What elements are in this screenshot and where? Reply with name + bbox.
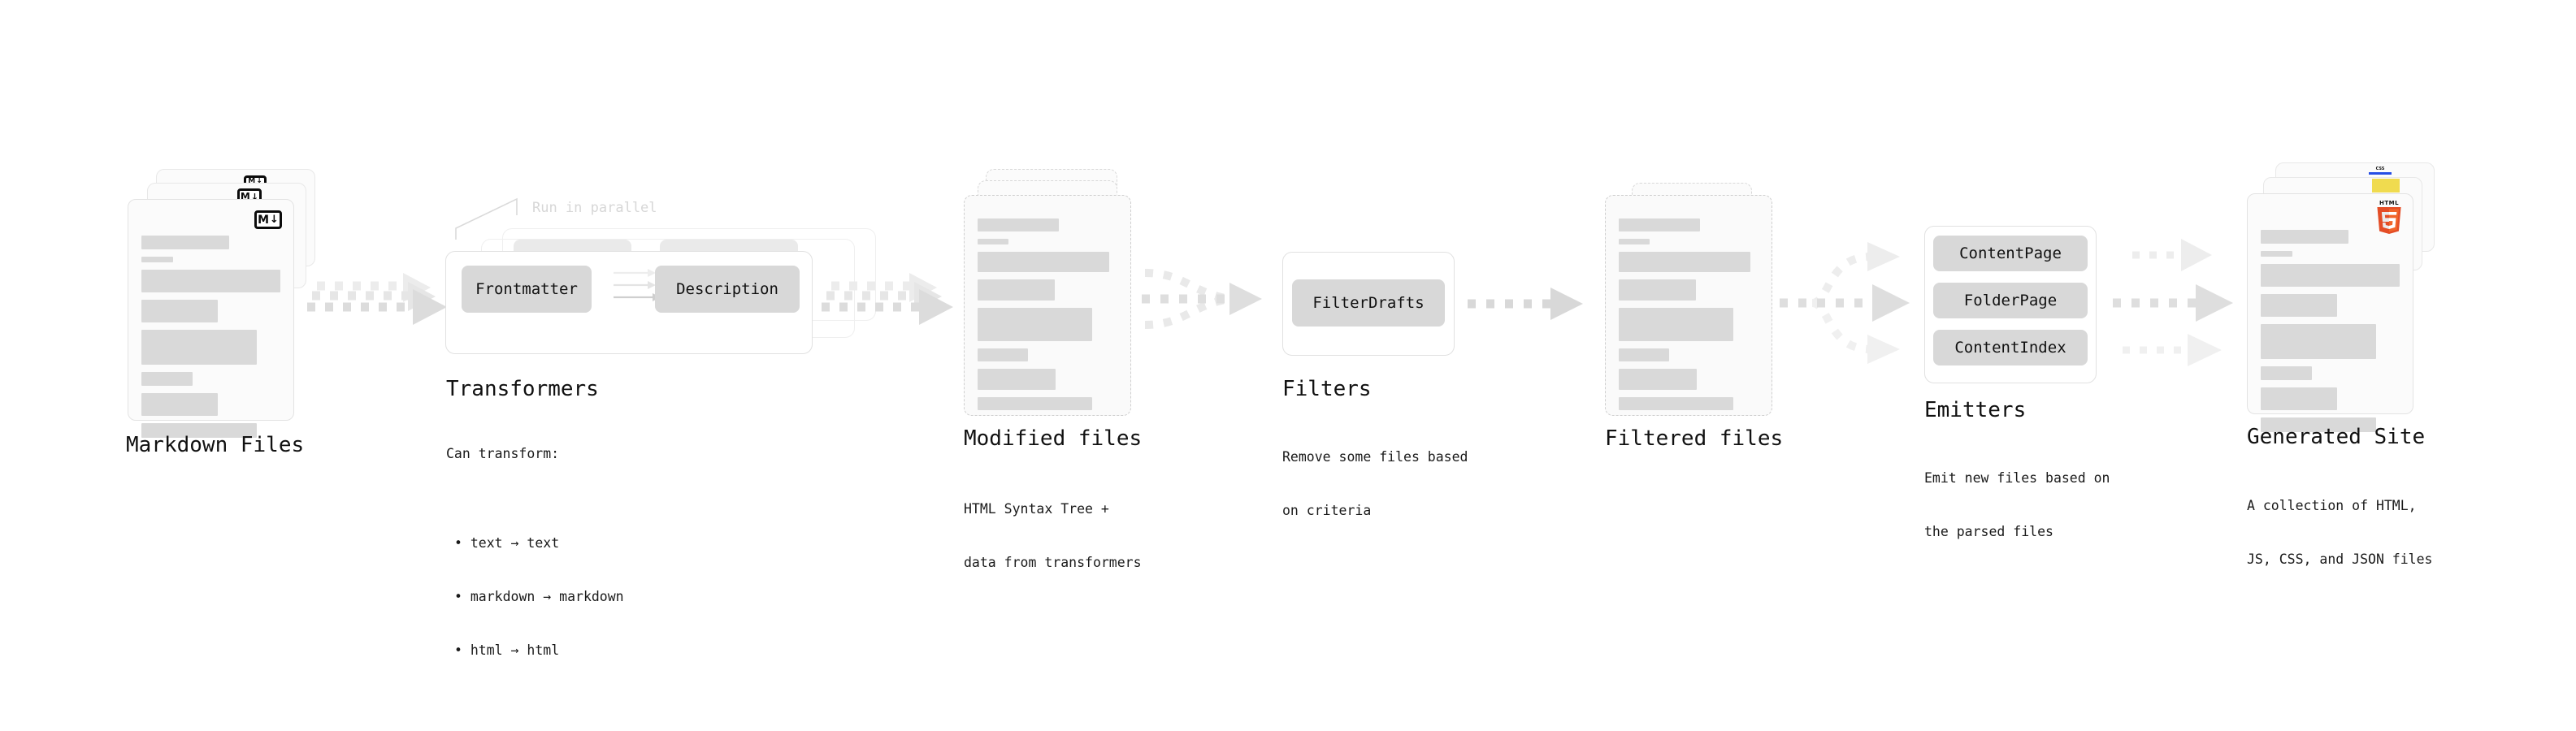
placeholder-bar: [1619, 397, 1734, 410]
css-icon: CSS: [2369, 167, 2392, 175]
filters-desc-line: Remove some files based: [1282, 449, 1468, 465]
placeholder-bar: [2261, 251, 2293, 257]
placeholder-bar: [141, 330, 257, 365]
run-in-parallel-label: Run in parallel: [532, 200, 657, 216]
css-icon-label: CSS: [2375, 167, 2385, 171]
markdown-icon-letter: M: [240, 191, 250, 202]
modified-desc-line: data from transformers: [964, 555, 1142, 570]
placeholder-bar: [978, 252, 1109, 272]
site-desc-line: A collection of HTML,: [2247, 498, 2417, 513]
placeholder-bar: [1619, 239, 1650, 244]
pipeline-diagram: M ↓ M ↓ M ↓ Markdown Files: [126, 162, 2435, 658]
transformers-desc-heading: Can transform:: [446, 446, 560, 461]
stage-title-modified-files: Modified files: [964, 426, 1143, 451]
markdown-icon: M ↓: [254, 210, 282, 229]
html5-shield-icon: [2377, 207, 2401, 234]
placeholder-bar: [978, 308, 1093, 341]
card-placeholder-rows: [2261, 230, 2400, 439]
placeholder-bar: [978, 279, 1055, 301]
connector-emitters-to-site: [2106, 234, 2261, 372]
filtered-file-card: [1605, 195, 1772, 416]
placeholder-bar: [1619, 279, 1696, 301]
html5-icon-label: HTML: [2379, 200, 2400, 206]
stage-title-emitters: Emitters: [1924, 398, 2027, 422]
transformers-bullet: • markdown → markdown: [454, 589, 624, 604]
placeholder-bar: [141, 372, 193, 386]
placeholder-bar: [2261, 294, 2338, 317]
placeholder-bar: [2261, 230, 2348, 244]
filters-desc-line: on criteria: [1282, 503, 1372, 518]
html5-icon: HTML: [2375, 201, 2403, 235]
placeholder-bar: [1619, 252, 1750, 272]
connector-modified-to-filters: [1142, 258, 1296, 348]
filter-chip-filterdrafts[interactable]: FilterDrafts: [1292, 279, 1445, 327]
placeholder-bar: [1619, 308, 1734, 341]
placeholder-bar: [978, 218, 1059, 231]
markdown-file-card: M ↓: [128, 199, 294, 438]
placeholder-bar: [141, 270, 280, 292]
modified-desc-line: HTML Syntax Tree +: [964, 501, 1109, 517]
markdown-icon-arrow: ↓: [256, 177, 262, 185]
card-placeholder-rows: [141, 236, 280, 445]
stage-title-filtered-files: Filtered files: [1605, 426, 1784, 451]
emitter-chip-contentindex[interactable]: ContentIndex: [1933, 330, 2088, 366]
transformer-chip-frontmatter[interactable]: Frontmatter: [462, 266, 592, 313]
transformers-bullet: • html → html: [454, 642, 560, 658]
transformer-chip-description[interactable]: Description: [655, 266, 800, 313]
placeholder-bar: [141, 393, 219, 416]
placeholder-bar: [141, 236, 229, 249]
card-placeholder-rows: [978, 218, 1117, 417]
stage-description-filters: Remove some files based on criteria: [1282, 413, 1468, 556]
placeholder-bar: [2261, 417, 2376, 432]
card-placeholder-rows: [1619, 218, 1759, 417]
site-desc-line: JS, CSS, and JSON files: [2247, 551, 2433, 567]
placeholder-bar: [141, 300, 219, 322]
stage-title-filters: Filters: [1282, 377, 1372, 401]
stage-description-generated-site: A collection of HTML, JS, CSS, and JSON …: [2247, 461, 2432, 604]
markdown-icon-letter: M: [258, 213, 270, 227]
connector-filters-to-filtered: [1468, 283, 1606, 331]
js-icon: [2372, 179, 2400, 192]
emitters-desc-line: Emit new files based on: [1924, 470, 2110, 486]
stage-description-modified-files: HTML Syntax Tree + data from transformer…: [964, 465, 1142, 608]
placeholder-bar: [1619, 369, 1698, 390]
stage-title-generated-site: Generated Site: [2247, 425, 2426, 449]
placeholder-bar: [141, 257, 174, 262]
connector-markdown-to-transformers: [307, 268, 453, 341]
connector-transformers-to-modified: [822, 268, 968, 341]
emitter-chip-folderpage[interactable]: FolderPage: [1933, 283, 2088, 318]
connector-filtered-to-emitters: [1780, 234, 1934, 372]
markdown-icon-letter: M: [248, 177, 256, 185]
placeholder-bar: [1619, 348, 1669, 361]
transformers-bullet: • text → text: [454, 535, 560, 551]
stage-description-transformers: Can transform: • text → text • markdown …: [446, 409, 624, 731]
placeholder-bar: [2261, 324, 2376, 359]
emitter-chip-contentpage[interactable]: ContentPage: [1933, 236, 2088, 271]
generated-site-card: HTML: [2247, 193, 2413, 432]
modified-file-card: [964, 195, 1131, 416]
css-icon-bar: [2369, 172, 2392, 175]
markdown-icon-arrow: ↓: [250, 191, 259, 202]
stage-title-transformers: Transformers: [446, 377, 599, 401]
transformers-bullet-list: • text → text • markdown → markdown • ht…: [446, 499, 624, 695]
placeholder-bar: [2261, 387, 2338, 410]
placeholder-bar: [2261, 264, 2400, 287]
stage-description-emitters: Emit new files based on the parsed files: [1924, 434, 2110, 577]
stage-title-markdown-files: Markdown Files: [126, 433, 305, 457]
placeholder-bar: [978, 239, 1008, 244]
placeholder-bar: [978, 397, 1093, 410]
emitters-desc-line: the parsed files: [1924, 524, 2053, 539]
markdown-icon-arrow: ↓: [270, 214, 279, 226]
placeholder-bar: [141, 423, 257, 438]
placeholder-bar: [978, 348, 1028, 361]
placeholder-bar: [1619, 218, 1700, 231]
run-in-parallel-leader: [455, 197, 518, 240]
placeholder-bar: [2261, 366, 2313, 380]
placeholder-bar: [978, 369, 1056, 390]
